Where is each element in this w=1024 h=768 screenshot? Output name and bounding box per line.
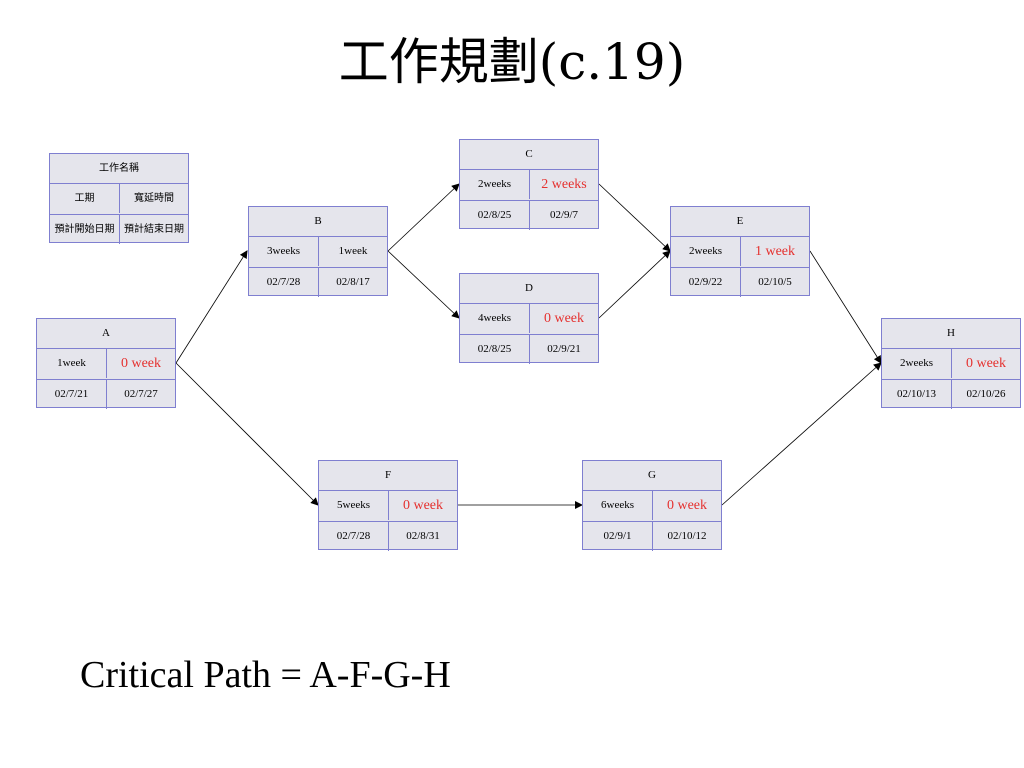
task-name: F <box>319 461 457 491</box>
critical-path-text: Critical Path = A-F-G-H <box>80 654 451 696</box>
task-name: C <box>460 140 598 170</box>
task-start: 02/7/28 <box>319 521 389 551</box>
legend-box: 工作名稱 工期 寬延時間 預計開始日期 預計結束日期 <box>49 153 189 244</box>
task-start: 02/8/25 <box>460 200 530 230</box>
task-start: 02/10/13 <box>882 379 952 409</box>
task-start: 02/8/25 <box>460 334 530 364</box>
task-slack: 0 week <box>666 497 708 513</box>
task-end: 02/8/31 <box>389 521 457 551</box>
task-slack: 0 week <box>965 355 1007 371</box>
task-slack: 0 week <box>402 497 444 513</box>
slide-title: 工作規劃(c.19) <box>338 33 686 91</box>
task-duration: 5weeks <box>319 491 389 520</box>
task-node-e: E 2weeks 1 week 02/9/22 02/10/5 <box>670 206 810 297</box>
task-node-b: B 3weeks 1week 02/7/28 02/8/17 <box>248 206 388 297</box>
legend-slack: 寬延時間 <box>134 192 174 204</box>
task-slack: 2 weeks <box>541 176 587 192</box>
legend-duration: 工期 <box>50 184 120 213</box>
arrow-g-h <box>721 362 882 506</box>
task-end: 02/10/26 <box>952 379 1020 409</box>
arrow-e-h <box>809 250 882 364</box>
task-end: 02/10/12 <box>653 521 721 551</box>
task-slack: 1week <box>338 245 368 257</box>
task-start: 02/7/28 <box>249 267 319 297</box>
task-name: A <box>37 319 175 349</box>
task-duration: 4weeks <box>460 304 530 333</box>
task-name: H <box>882 319 1020 349</box>
arrow-a-b <box>175 250 248 364</box>
task-end: 02/10/5 <box>741 267 809 297</box>
arrow-c-e <box>598 183 671 252</box>
task-slack: 0 week <box>120 355 162 371</box>
arrow-b-d <box>387 250 460 319</box>
task-node-c: C 2weeks 2 weeks 02/8/25 02/9/7 <box>459 139 599 230</box>
task-name: B <box>249 207 387 237</box>
arrow-a-f <box>175 362 319 506</box>
task-duration: 2weeks <box>460 170 530 199</box>
task-end: 02/9/7 <box>530 200 598 230</box>
legend-end: 預計結束日期 <box>120 214 188 244</box>
legend-header: 工作名稱 <box>50 154 188 184</box>
task-node-d: D 4weeks 0 week 02/8/25 02/9/21 <box>459 273 599 364</box>
task-name: D <box>460 274 598 304</box>
arrow-d-e <box>598 250 671 319</box>
task-start: 02/7/21 <box>37 379 107 409</box>
task-end: 02/9/21 <box>530 334 598 364</box>
arrow-b-c <box>387 183 460 252</box>
task-name: G <box>583 461 721 491</box>
task-start: 02/9/22 <box>671 267 741 297</box>
task-duration: 2weeks <box>882 349 952 378</box>
task-end: 02/7/27 <box>107 379 175 409</box>
task-node-f: F 5weeks 0 week 02/7/28 02/8/31 <box>318 460 458 551</box>
task-slack: 0 week <box>543 310 585 326</box>
task-node-g: G 6weeks 0 week 02/9/1 02/10/12 <box>582 460 722 551</box>
task-duration: 2weeks <box>671 237 741 266</box>
task-node-h: H 2weeks 0 week 02/10/13 02/10/26 <box>881 318 1021 409</box>
task-duration: 1week <box>37 349 107 378</box>
task-start: 02/9/1 <box>583 521 653 551</box>
task-node-a: A 1week 0 week 02/7/21 02/7/27 <box>36 318 176 409</box>
task-name: E <box>671 207 809 237</box>
task-duration: 3weeks <box>249 237 319 266</box>
task-duration: 6weeks <box>583 491 653 520</box>
legend-start: 預計開始日期 <box>50 214 120 244</box>
task-slack: 1 week <box>754 243 796 259</box>
task-end: 02/8/17 <box>319 267 387 297</box>
